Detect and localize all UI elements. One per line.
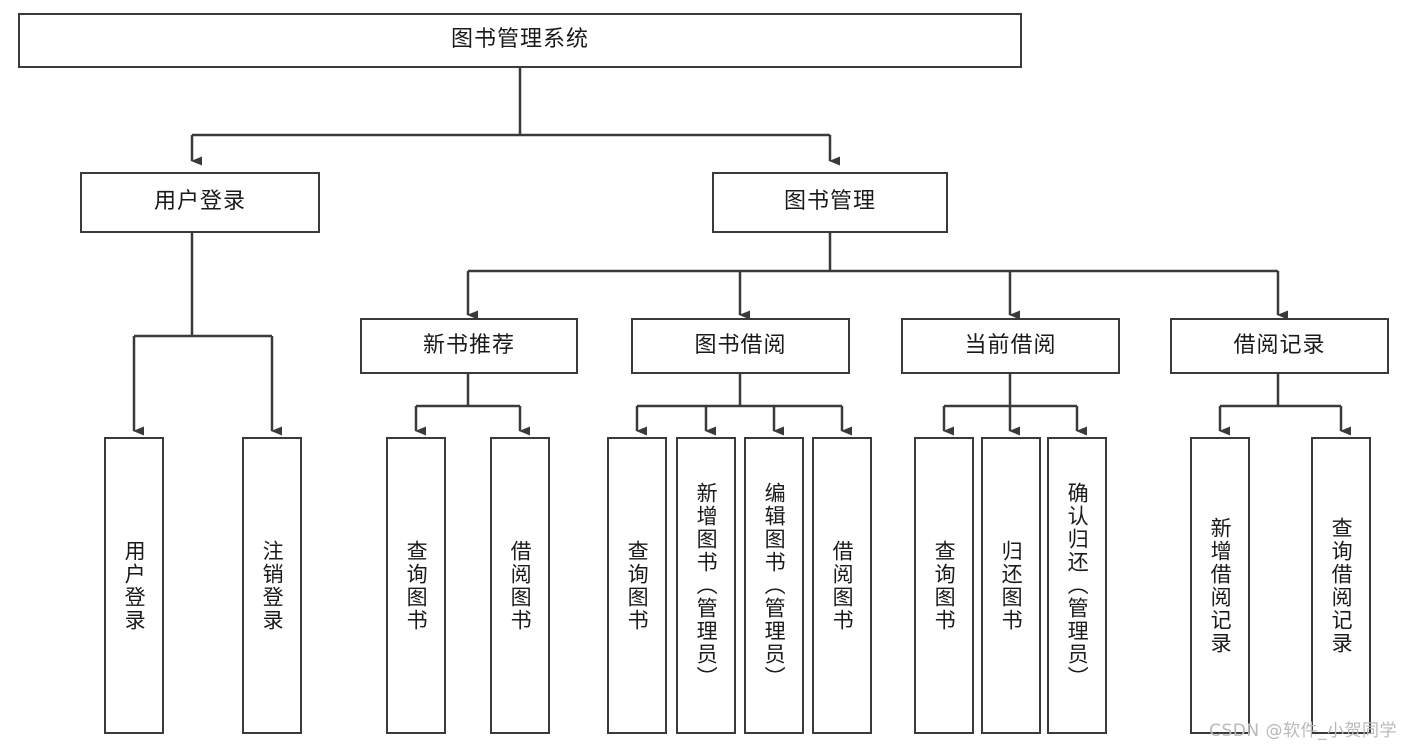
node-label: 查询图书 xyxy=(932,539,957,632)
node-label: 编辑图书（管理员） xyxy=(762,482,787,689)
node-leaf-add-borrow-record[interactable]: 新增借阅记录 xyxy=(1190,437,1250,734)
node-label: 查询图书 xyxy=(625,539,650,632)
node-label: 用户登录 xyxy=(153,189,246,215)
node-leaf-query-book-recommend[interactable]: 查询图书 xyxy=(386,437,446,734)
node-label: 查询借阅记录 xyxy=(1329,516,1354,655)
node-book-borrow[interactable]: 图书借阅 xyxy=(631,318,850,374)
node-leaf-borrow-book-recommend[interactable]: 借阅图书 xyxy=(490,437,550,734)
node-label: 当前借阅 xyxy=(964,332,1057,358)
node-current-borrow[interactable]: 当前借阅 xyxy=(901,318,1120,374)
node-leaf-borrow-book[interactable]: 借阅图书 xyxy=(812,437,872,734)
node-label: 用户登录 xyxy=(122,539,147,632)
node-label: 新书推荐 xyxy=(422,332,515,358)
node-new-book-recommend[interactable]: 新书推荐 xyxy=(360,318,578,374)
node-label: 注销登录 xyxy=(260,539,285,632)
node-label: 归还图书 xyxy=(999,539,1024,632)
node-label: 确认归还（管理员） xyxy=(1065,482,1090,689)
node-leaf-user-login[interactable]: 用户登录 xyxy=(104,437,164,734)
node-label: 查询图书 xyxy=(404,539,429,632)
csdn-watermark: CSDN @软件_小贺同学 xyxy=(1209,721,1397,741)
node-label: 图书管理 xyxy=(783,189,876,215)
node-book-management[interactable]: 图书管理 xyxy=(712,172,948,233)
node-leaf-query-borrow-record[interactable]: 查询借阅记录 xyxy=(1311,437,1371,734)
node-root-book-management-system[interactable]: 图书管理系统 xyxy=(18,13,1022,68)
node-user-login[interactable]: 用户登录 xyxy=(80,172,320,233)
node-label: 借阅图书 xyxy=(508,539,533,632)
node-leaf-edit-book-admin[interactable]: 编辑图书（管理员） xyxy=(744,437,804,734)
node-label: 新增借阅记录 xyxy=(1208,516,1233,655)
node-label: 图书借阅 xyxy=(694,332,787,358)
node-leaf-add-book-admin[interactable]: 新增图书（管理员） xyxy=(676,437,736,734)
node-leaf-query-book-current[interactable]: 查询图书 xyxy=(914,437,974,734)
node-label: 借阅图书 xyxy=(830,539,855,632)
node-label: 图书管理系统 xyxy=(450,27,589,53)
node-leaf-return-book[interactable]: 归还图书 xyxy=(981,437,1041,734)
node-leaf-logout-login[interactable]: 注销登录 xyxy=(242,437,302,734)
node-borrow-record[interactable]: 借阅记录 xyxy=(1170,318,1389,374)
node-label: 借阅记录 xyxy=(1233,332,1326,358)
node-label: 新增图书（管理员） xyxy=(694,482,719,689)
node-leaf-confirm-return-admin[interactable]: 确认归还（管理员） xyxy=(1047,437,1107,734)
node-leaf-query-book-borrow[interactable]: 查询图书 xyxy=(607,437,667,734)
